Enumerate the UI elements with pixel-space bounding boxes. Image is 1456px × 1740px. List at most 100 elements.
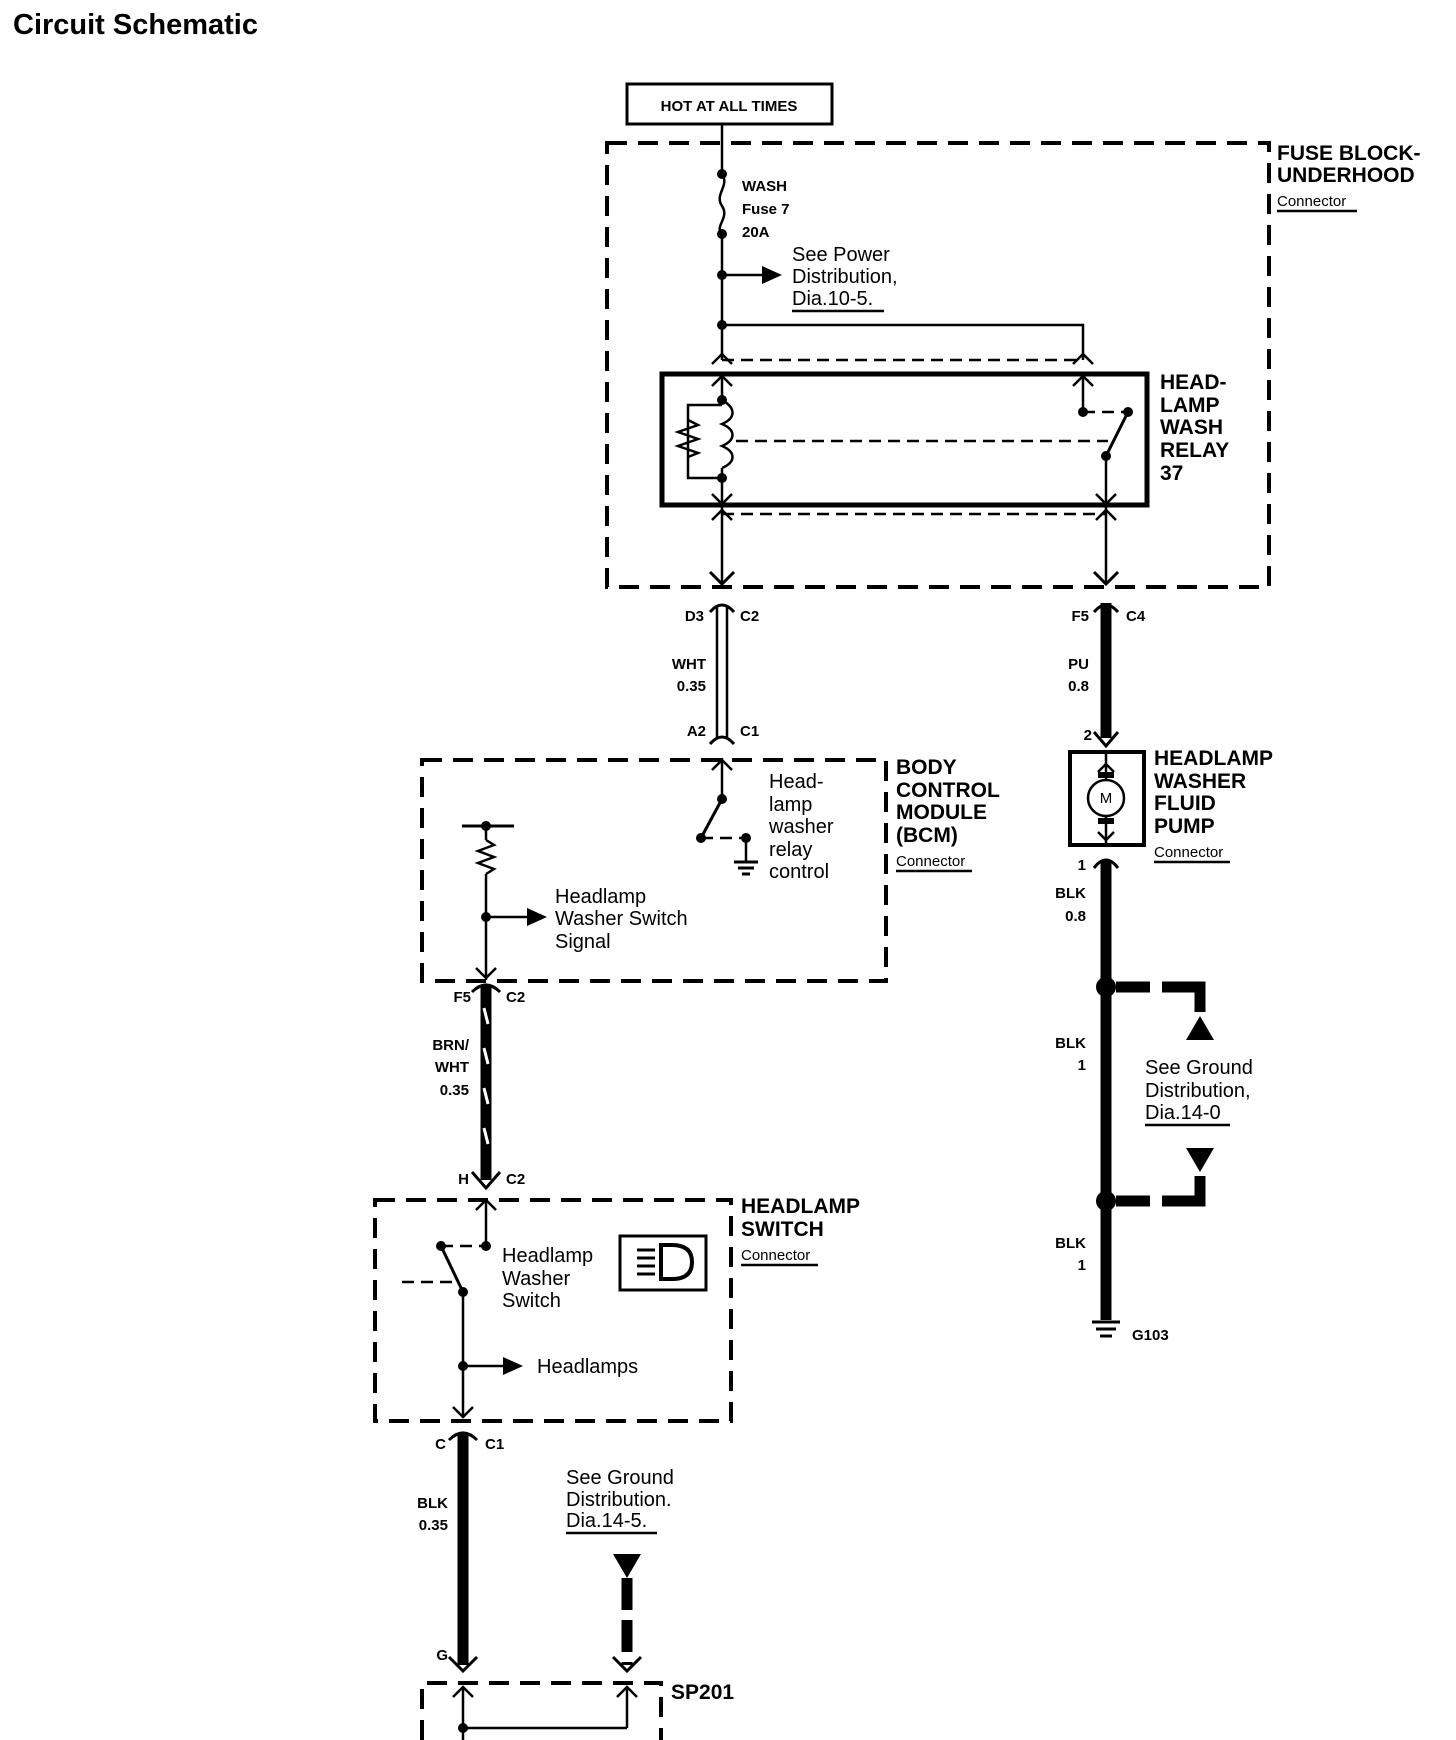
- relay-label: HEAD- LAMP WASH RELAY 37: [1160, 371, 1229, 485]
- svg-text:Washer Switch: Washer Switch: [555, 908, 688, 930]
- svg-text:Distribution.: Distribution.: [566, 1489, 672, 1511]
- svg-text:relay: relay: [769, 839, 812, 861]
- svg-text:BLK: BLK: [1055, 1035, 1086, 1052]
- svg-text:HEADLAMP: HEADLAMP: [1154, 747, 1273, 770]
- svg-text:C4: C4: [1126, 608, 1146, 625]
- svg-text:Switch: Switch: [502, 1290, 561, 1312]
- svg-text:LAMP: LAMP: [1160, 394, 1220, 417]
- wire-blk-switch-labels: C C1 BLK 0.35 G: [417, 1436, 504, 1664]
- svg-text:BLK: BLK: [1055, 1235, 1086, 1252]
- power-source-box: [625, 82, 834, 126]
- svg-text:See Power: See Power: [792, 244, 890, 266]
- svg-text:Headlamp: Headlamp: [555, 886, 646, 908]
- pump-label: HEADLAMP WASHER FLUID PUMP Connector: [1154, 747, 1273, 864]
- page-title: Circuit Schematic: [13, 9, 258, 41]
- svg-text:Signal: Signal: [555, 931, 611, 953]
- svg-text:FUSE BLOCK-: FUSE BLOCK-: [1277, 142, 1421, 165]
- svg-text:0.35: 0.35: [440, 1082, 469, 1099]
- power-source-label: HOT AT ALL TIMES: [661, 98, 798, 115]
- svg-text:UNDERHOOD: UNDERHOOD: [1277, 164, 1415, 187]
- svg-text:See Ground: See Ground: [1145, 1057, 1253, 1079]
- power-distribution-ref: See Power Distribution, Dia.10-5.: [717, 244, 898, 313]
- svg-text:RELAY: RELAY: [1160, 439, 1229, 462]
- ground-distribution-ref-2: See Ground Distribution. Dia.14-5.: [566, 1467, 674, 1674]
- svg-text:C1: C1: [485, 1436, 504, 1453]
- wire-wht: [708, 603, 736, 746]
- relay-switch: [1072, 374, 1133, 506]
- svg-text:Headlamps: Headlamps: [537, 1356, 638, 1378]
- svg-text:0.35: 0.35: [677, 678, 706, 695]
- svg-text:See Ground: See Ground: [566, 1467, 674, 1489]
- wire-pump-ground: [1092, 858, 1214, 1338]
- svg-text:WHT: WHT: [672, 656, 706, 673]
- svg-text:lamp: lamp: [769, 794, 812, 816]
- svg-text:Fuse 7: Fuse 7: [742, 201, 790, 218]
- svg-text:Connector: Connector: [896, 853, 965, 870]
- svg-text:C2: C2: [740, 608, 759, 625]
- headlamp-washer-switch-label: Headlamp Washer Switch Headlamps: [502, 1245, 638, 1378]
- svg-text:HEAD-: HEAD-: [1160, 371, 1227, 394]
- svg-text:C: C: [435, 1436, 446, 1453]
- fuse-label: WASH Fuse 7 20A: [742, 178, 790, 241]
- svg-text:WASH: WASH: [742, 178, 787, 195]
- bcm-switch-signal-label: Headlamp Washer Switch Signal: [555, 886, 688, 953]
- ground-distribution-ref: See Ground Distribution, Dia.14-0: [1145, 1057, 1253, 1127]
- sp201-boundary: [420, 1681, 663, 1740]
- svg-text:control: control: [769, 861, 829, 883]
- svg-text:Connector: Connector: [1154, 844, 1223, 861]
- wire-pu: [1092, 603, 1120, 749]
- svg-text:MODULE: MODULE: [896, 801, 987, 824]
- bcm-relay-control: [696, 758, 758, 876]
- bcm-label: BODY CONTROL MODULE (BCM) Connector: [896, 756, 1000, 873]
- svg-text:C1: C1: [740, 723, 759, 740]
- svg-text:PU: PU: [1068, 656, 1089, 673]
- svg-text:2: 2: [1084, 727, 1092, 744]
- sp201-splice: [452, 1685, 638, 1740]
- fuse-7: [717, 124, 727, 360]
- headlamp-icon: [618, 1234, 708, 1292]
- svg-text:Dia.10-5.: Dia.10-5.: [792, 288, 873, 310]
- svg-text:A2: A2: [687, 723, 706, 740]
- relay-outputs: [708, 505, 1120, 587]
- wire-brn-wht: [470, 983, 502, 1191]
- svg-text:WASH: WASH: [1160, 416, 1223, 439]
- svg-text:washer: washer: [768, 816, 834, 838]
- bcm-boundary: [420, 758, 888, 983]
- wire-pump-ground-labels: 1 BLK 0.8 BLK 1 BLK 1 G103: [1055, 857, 1169, 1344]
- svg-text:HEADLAMP: HEADLAMP: [741, 1195, 860, 1218]
- sp201-label: SP201: [671, 1681, 734, 1704]
- svg-text:Washer: Washer: [502, 1268, 571, 1290]
- svg-text:Distribution,: Distribution,: [792, 266, 898, 288]
- headlamp-switch-boundary: [373, 1198, 733, 1423]
- wire-brn-wht-labels: F5 C2 BRN/ WHT 0.35 H C2: [432, 989, 525, 1188]
- svg-text:BODY: BODY: [896, 756, 957, 779]
- fuse-block-label: FUSE BLOCK- UNDERHOOD Connector: [1277, 142, 1421, 213]
- svg-text:Connector: Connector: [741, 1247, 810, 1264]
- svg-text:BLK: BLK: [1055, 885, 1086, 902]
- headlamp-wash-relay: [659, 371, 1150, 508]
- svg-text:0.35: 0.35: [419, 1517, 448, 1534]
- svg-text:37: 37: [1160, 462, 1183, 485]
- svg-text:CONTROL: CONTROL: [896, 779, 1000, 802]
- bcm-switch-signal: [462, 821, 547, 980]
- svg-text:G103: G103: [1132, 1327, 1169, 1344]
- svg-text:C2: C2: [506, 1171, 525, 1188]
- svg-text:D3: D3: [685, 608, 704, 625]
- svg-text:BRN/: BRN/: [432, 1037, 469, 1054]
- relay-feed-branch: [711, 320, 1094, 365]
- svg-text:PUMP: PUMP: [1154, 815, 1215, 838]
- wire-wht-labels: D3 C2 WHT 0.35 A2 C1: [672, 608, 759, 740]
- svg-text:F5: F5: [453, 989, 471, 1006]
- svg-text:1: 1: [1078, 1257, 1086, 1274]
- svg-text:20A: 20A: [742, 224, 770, 241]
- svg-text:0.8: 0.8: [1068, 678, 1089, 695]
- svg-text:Dia.14-0: Dia.14-0: [1145, 1102, 1221, 1124]
- headlamp-switch-label: HEADLAMP SWITCH Connector: [741, 1195, 860, 1267]
- svg-text:WHT: WHT: [435, 1059, 469, 1076]
- wire-pu-labels: F5 C4 PU 0.8 2: [1068, 608, 1146, 744]
- svg-text:G: G: [436, 1647, 448, 1664]
- svg-text:Connector: Connector: [1277, 193, 1346, 210]
- svg-text:1: 1: [1078, 857, 1086, 874]
- motor-icon: M: [1086, 752, 1126, 845]
